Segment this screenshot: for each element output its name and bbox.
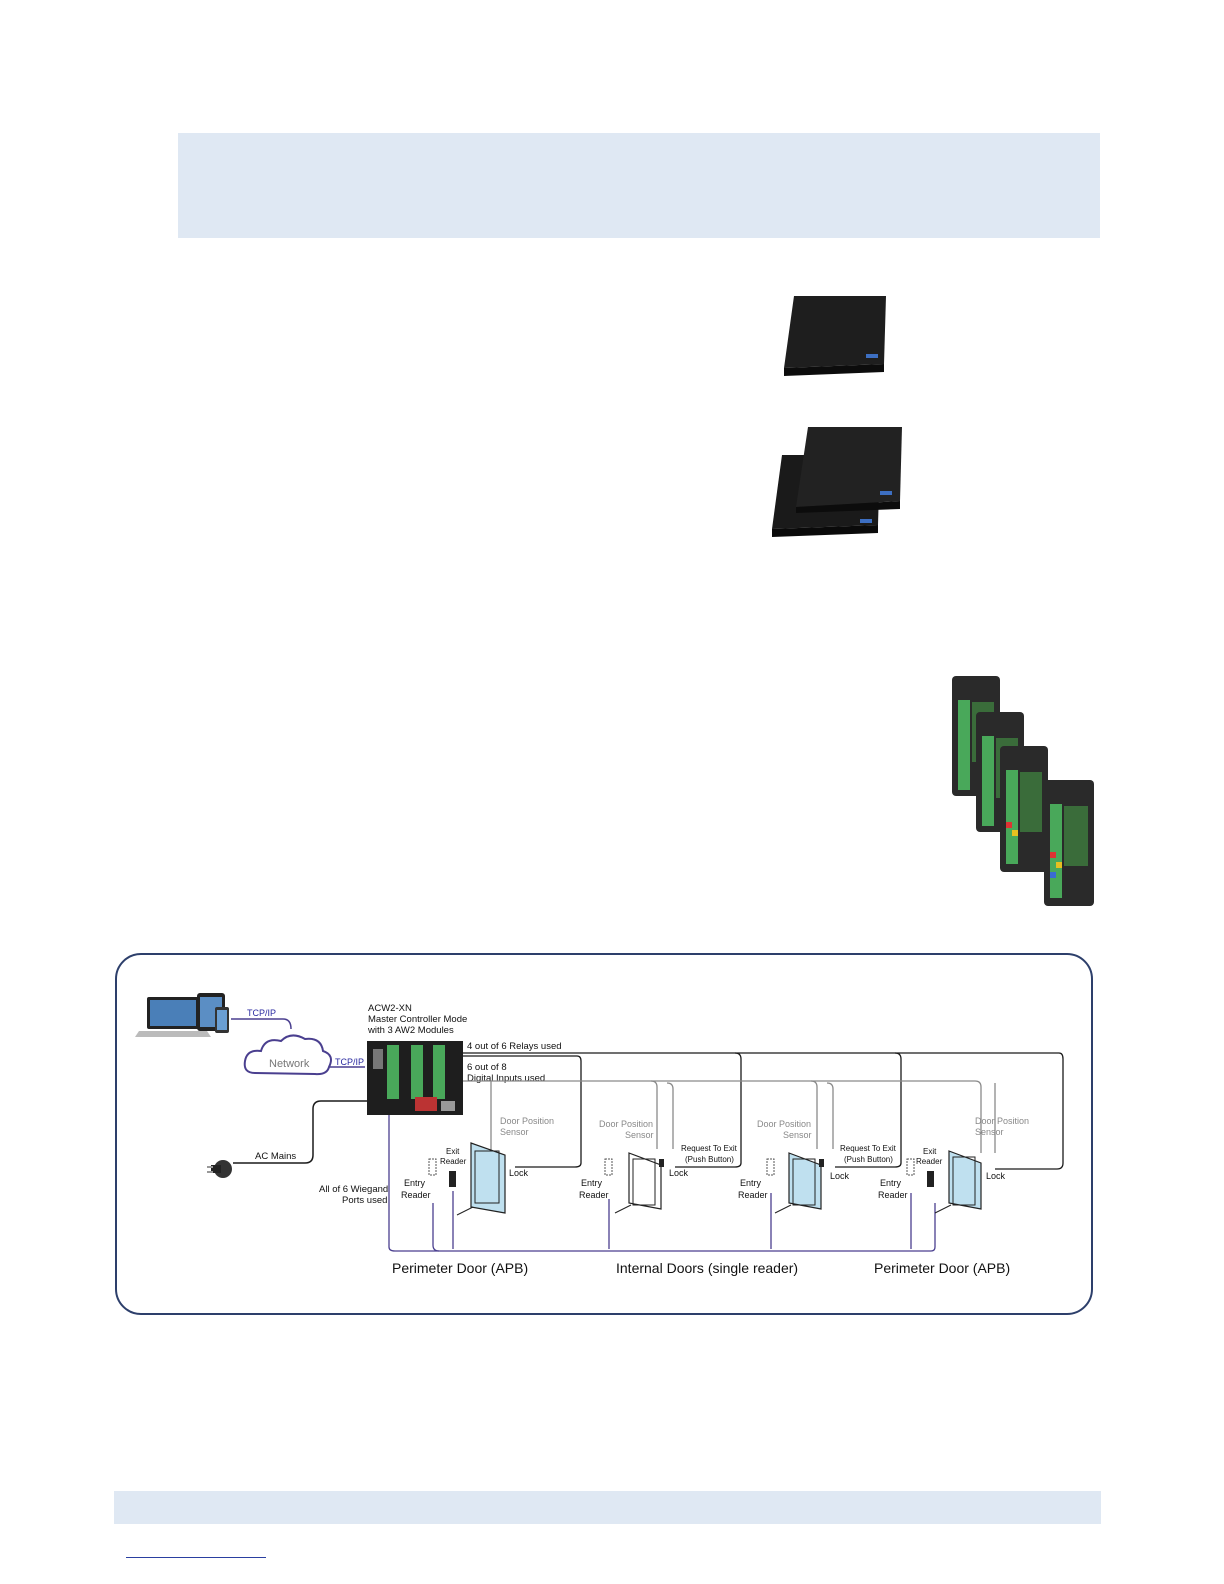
door-4-entry-reader-icon <box>906 1158 915 1176</box>
tcpip-left-label: TCP/IP <box>247 1008 276 1018</box>
ac-mains-label: AC Mains <box>255 1151 296 1162</box>
power-plug-icon <box>207 1160 232 1178</box>
door-3-lock-label: Lock <box>830 1171 850 1181</box>
door-2-rte-label-2: (Push Button) <box>685 1155 734 1164</box>
door-3-icon <box>774 1152 822 1214</box>
inputs-label-2: Digital Inputs used <box>467 1073 545 1084</box>
door-3-rte-label-1: Request To Exit <box>840 1144 897 1153</box>
door-4-exit-label-2: Reader <box>916 1157 943 1166</box>
door-1-exit-reader-icon <box>449 1171 456 1187</box>
door-3-rte-label-2: (Push Button) <box>844 1155 893 1164</box>
tcpip-right-label: TCP/IP <box>335 1057 364 1067</box>
door-2-entry-reader-icon <box>604 1158 613 1176</box>
door-3-dps-label-1: Door Position <box>757 1119 811 1129</box>
caption-perimeter-right: Perimeter Door (APB) <box>874 1260 1010 1276</box>
network-label: Network <box>269 1058 310 1070</box>
door-1-exit-label-2: Reader <box>440 1157 467 1166</box>
door-1-dps-label-1: Door Position <box>500 1116 554 1126</box>
door-2-dps-label-2: Sensor <box>625 1130 654 1140</box>
footer-rule <box>126 1557 266 1558</box>
door-2-rte-button-icon <box>659 1159 664 1167</box>
wiegand-label-2: Ports used <box>342 1195 387 1206</box>
door-2-lock-label: Lock <box>669 1168 689 1178</box>
door-4-icon <box>934 1150 982 1214</box>
controller-label-3: with 3 AW2 Modules <box>367 1025 454 1036</box>
door-4-exit-reader-icon <box>927 1171 934 1187</box>
door-2-rte-label-1: Request To Exit <box>681 1144 738 1153</box>
door-2-entry-label-2: Reader <box>579 1190 609 1200</box>
door-1-icon <box>456 1142 506 1216</box>
footer-band <box>114 1491 1101 1524</box>
single-controller-image <box>784 296 886 376</box>
door-4-dps-label-2: Sensor <box>975 1127 1004 1137</box>
door-4-lock-label: Lock <box>986 1171 1006 1181</box>
door-4-exit-label-1: Exit <box>923 1147 937 1156</box>
door-1-lock-label: Lock <box>509 1168 529 1178</box>
caption-perimeter-left: Perimeter Door (APB) <box>392 1260 528 1276</box>
door-1-entry-reader-icon <box>428 1158 437 1176</box>
door-2-dps-label-1: Door Position <box>599 1119 653 1129</box>
relays-label: 4 out of 6 Relays used <box>467 1041 562 1052</box>
diagram-frame <box>115 953 1093 1315</box>
door-3-rte-button-icon <box>819 1159 824 1167</box>
door-3-entry-label-1: Entry <box>740 1178 762 1188</box>
door-1-entry-label-1: Entry <box>404 1178 426 1188</box>
door-1-entry-label-2: Reader <box>401 1190 431 1200</box>
access-control-diagram: TCP/IP Network TCP/IP ACW2-XN Master Con… <box>135 993 1064 1276</box>
controller-label-2: Master Controller Mode <box>368 1014 467 1025</box>
door-1-dps-label-2: Sensor <box>500 1127 529 1137</box>
door-4-entry-label-1: Entry <box>880 1178 902 1188</box>
door-3-dps-label-2: Sensor <box>783 1130 812 1140</box>
caption-internal: Internal Doors (single reader) <box>616 1260 798 1276</box>
door-4-entry-label-2: Reader <box>878 1190 908 1200</box>
inputs-label-1: 6 out of 8 <box>467 1062 507 1073</box>
door-3-entry-label-2: Reader <box>738 1190 768 1200</box>
wiegand-label-1: All of 6 Wiegand <box>319 1184 388 1195</box>
door-4-dps-label-1: Door Position <box>975 1116 1029 1126</box>
controller-label-1: ACW2-XN <box>368 1003 412 1014</box>
client-devices-icon <box>135 993 229 1037</box>
aw2-modules-image <box>952 676 1094 906</box>
dual-controller-image <box>772 427 902 537</box>
door-3-entry-reader-icon <box>766 1158 775 1176</box>
door-1-exit-label-1: Exit <box>446 1147 460 1156</box>
acw2-xn-controller-icon <box>367 1041 463 1115</box>
header-band <box>178 133 1100 238</box>
door-2-entry-label-1: Entry <box>581 1178 603 1188</box>
door-2-icon <box>614 1152 662 1214</box>
